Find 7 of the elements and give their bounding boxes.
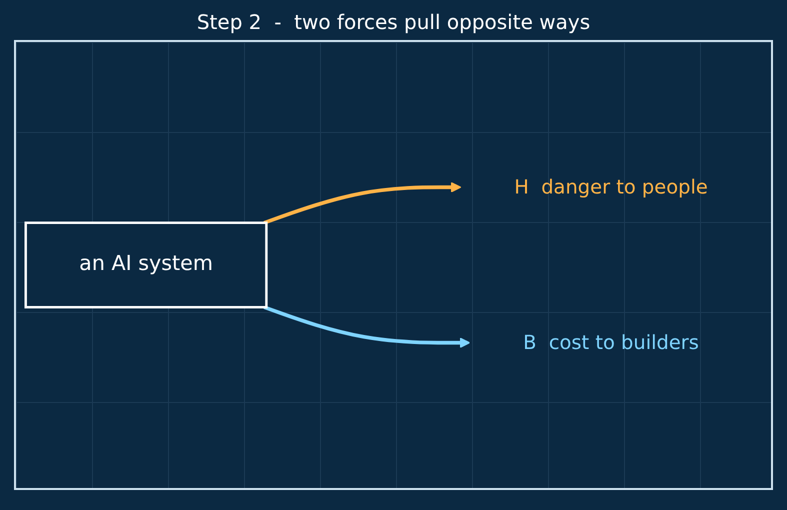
node-text: B cost to builders — [523, 330, 699, 354]
arrow — [264, 306, 470, 348]
grid-panel: an AI system H danger to people B cost to builders — [14, 40, 773, 490]
arrow — [264, 182, 462, 224]
title: Step 2 - two forces pull opposite ways — [196, 10, 592, 34]
node-text: H danger to people — [514, 175, 708, 198]
node-box — [24, 222, 268, 308]
